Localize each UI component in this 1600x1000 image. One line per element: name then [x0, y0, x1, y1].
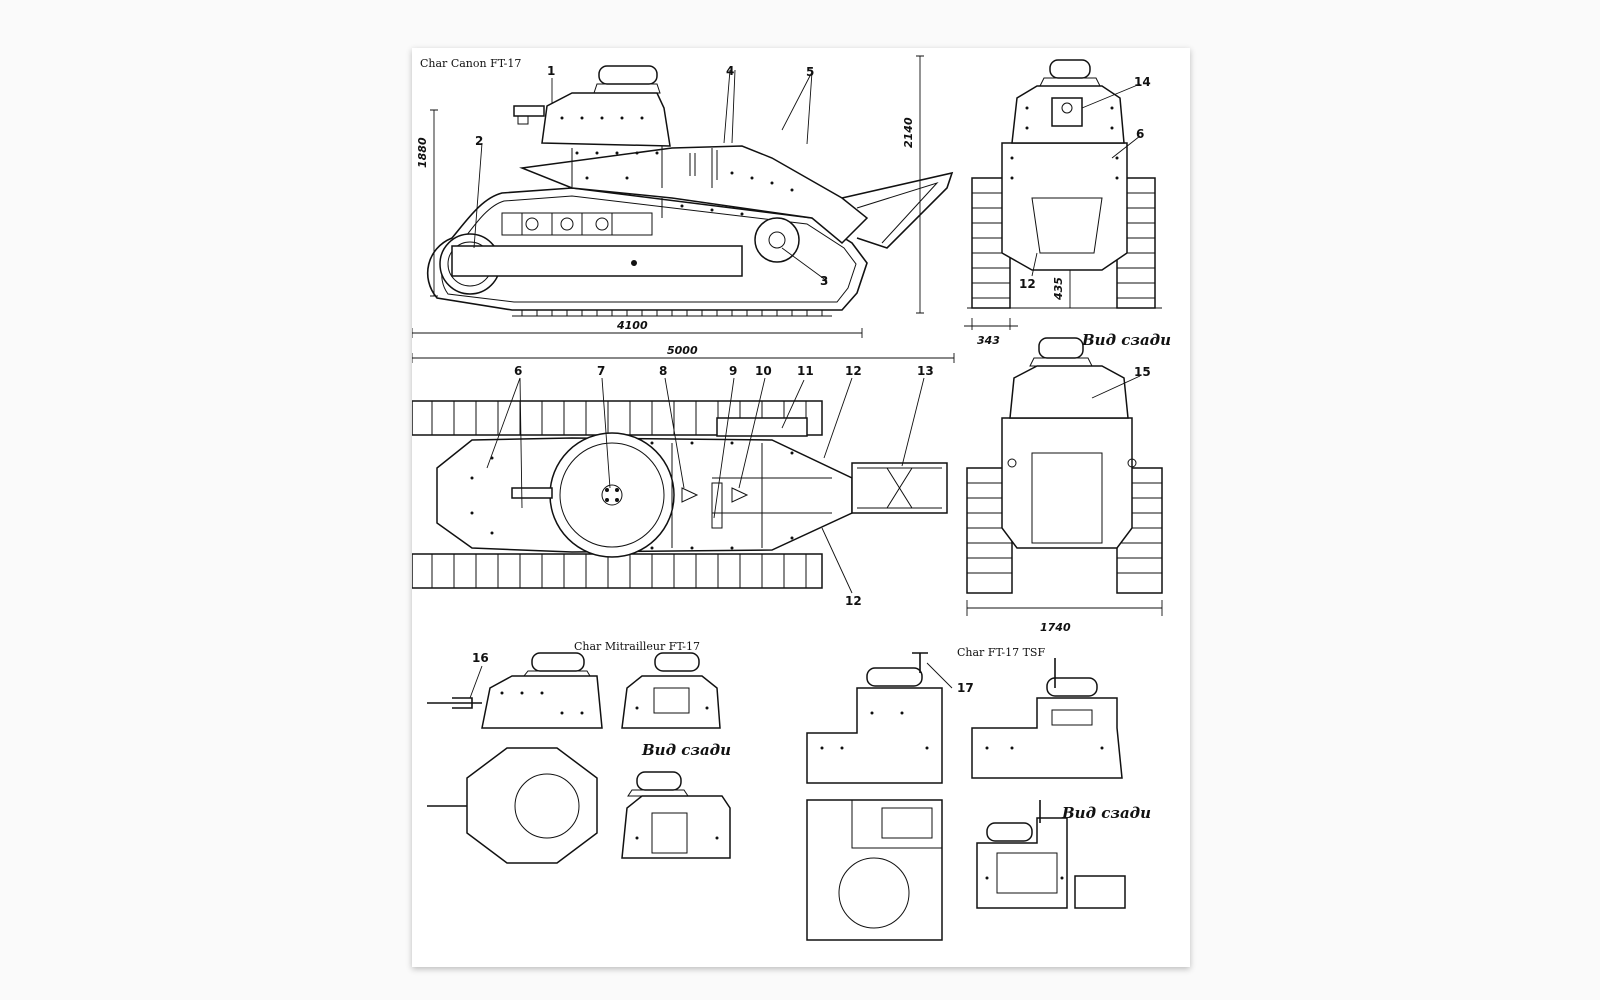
- callout-12-front: 12: [1019, 277, 1036, 291]
- callout-12-top-lower: 12: [845, 594, 862, 608]
- side-rivets: [560, 116, 794, 216]
- dim-1740: 1740: [1040, 621, 1071, 634]
- tsf-views: [806, 652, 1126, 941]
- dim-435: 435: [1052, 277, 1065, 301]
- callout-15: 15: [1134, 365, 1151, 379]
- callout-12-top-upper: 12: [845, 364, 862, 378]
- callout-16: 16: [472, 651, 489, 665]
- side-dimension-lines: [412, 55, 955, 363]
- callout-14: 14: [1134, 75, 1151, 89]
- callout-4: 4: [726, 64, 734, 78]
- callout-5: 5: [806, 65, 814, 79]
- side-tail: [841, 171, 954, 249]
- blueprint-drawing: Char Canon FT-17 Char Mitrailleur FT-17 …: [412, 55, 1171, 941]
- title-char-tsf: Char FT-17 TSF: [957, 646, 1045, 659]
- mg-turret-views: [427, 652, 731, 864]
- view-label-rear-1: Вид сзади: [1081, 331, 1171, 349]
- top-turret-ring: [549, 432, 675, 558]
- top-track-lower: [412, 553, 823, 589]
- tsf-rear-2: [976, 817, 1068, 909]
- rear-turret: [1009, 365, 1129, 419]
- callout-2: 2: [475, 134, 483, 148]
- callout-1: 1: [547, 64, 555, 78]
- rear-sprocket: [754, 217, 800, 263]
- callout-6-front: 6: [1136, 127, 1144, 141]
- side-track: [426, 187, 868, 311]
- view-label-rear-mg: Вид сзади: [641, 741, 731, 759]
- side-track-links: [512, 310, 832, 317]
- callout-7: 7: [597, 364, 605, 378]
- side-turret: [541, 92, 671, 147]
- callout-13: 13: [917, 364, 934, 378]
- side-hull: [519, 145, 869, 245]
- tsf-plan: [806, 799, 943, 941]
- front-visor: [1051, 97, 1083, 127]
- mg-turret-top: [466, 747, 598, 864]
- callout-10: 10: [755, 364, 772, 378]
- dim-1880: 1880: [416, 137, 429, 168]
- rear-cupola: [1038, 337, 1084, 359]
- rear-view: [966, 337, 1163, 616]
- view-label-rear-tsf: Вид сзади: [1061, 804, 1151, 822]
- callout-9: 9: [729, 364, 737, 378]
- callout-17: 17: [957, 681, 974, 695]
- tsf-side: [806, 687, 943, 784]
- side-lower-hull: [451, 245, 743, 277]
- mg-turret-rear: [621, 675, 721, 729]
- callout-8: 8: [659, 364, 667, 378]
- side-view: [426, 65, 954, 317]
- callout-11: 11: [797, 364, 814, 378]
- front-cupola: [1049, 59, 1091, 79]
- mg-turret-rear-2: [621, 795, 731, 859]
- callout-6-top: 6: [514, 364, 522, 378]
- top-gun: [511, 487, 553, 499]
- tsf-rear: [971, 697, 1123, 779]
- side-suspension: [501, 212, 653, 236]
- front-view: [964, 59, 1162, 330]
- blueprint-sheet: Char Canon FT-17 Char Mitrailleur FT-17 …: [412, 48, 1190, 967]
- title-char-mitrailleur: Char Mitrailleur FT-17: [574, 640, 700, 653]
- top-fuel-tank: [716, 417, 808, 437]
- dim-343: 343: [977, 334, 1000, 347]
- dim-4100: 4100: [616, 319, 648, 332]
- side-gun: [513, 105, 545, 117]
- rear-hull: [1001, 417, 1133, 549]
- side-cupola: [598, 65, 658, 85]
- top-view: [412, 377, 948, 594]
- callout-3: 3: [820, 274, 828, 288]
- title-char-canon: Char Canon FT-17: [420, 57, 521, 70]
- dim-5000: 5000: [667, 344, 698, 357]
- mg-turret-side: [481, 675, 603, 729]
- dim-2140: 2140: [902, 117, 915, 148]
- front-hull: [1001, 142, 1128, 271]
